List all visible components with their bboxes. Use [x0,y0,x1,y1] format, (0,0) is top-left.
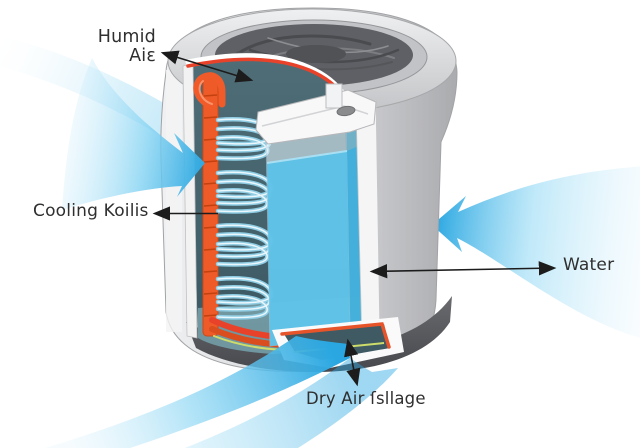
humid-air-label: Humid Aiɛ [60,28,156,66]
airflow-in-right [432,166,640,338]
water-label: Water [563,255,615,275]
cooling-coils-label: Cooling Koilis [33,201,149,221]
annotation-arrows [152,50,557,387]
appliance-body [160,7,458,372]
humid-air-label-line1: Humid [97,27,156,47]
water-tank [255,83,381,347]
water-fill [267,151,350,346]
dry-air-label: Dry Air ſsllage [306,389,426,408]
airflow-in-left [62,58,205,210]
collector-tray [255,89,377,145]
humid-air-arrow [160,50,254,83]
water-arrow [369,261,557,279]
dry-air-arrow [344,338,361,387]
humid-air-label-line2: Aiɛ [129,46,156,66]
